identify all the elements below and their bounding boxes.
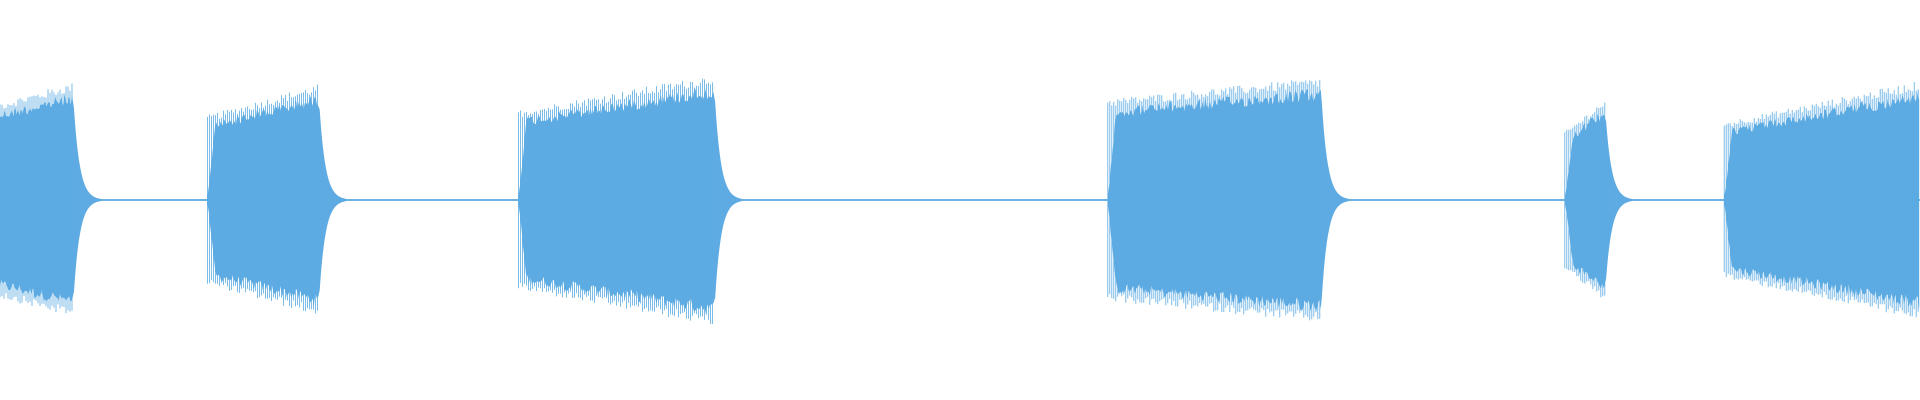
waveform-segment: [1564, 102, 1634, 298]
waveform-segment: [1723, 82, 1920, 318]
waveform-segment: [518, 78, 743, 324]
waveform-silence-line: [0, 199, 1920, 201]
waveform-segment: [1107, 79, 1349, 321]
waveform-segment: [0, 83, 101, 314]
waveform-segment: [206, 84, 347, 314]
waveform-segment-body: [0, 94, 101, 302]
